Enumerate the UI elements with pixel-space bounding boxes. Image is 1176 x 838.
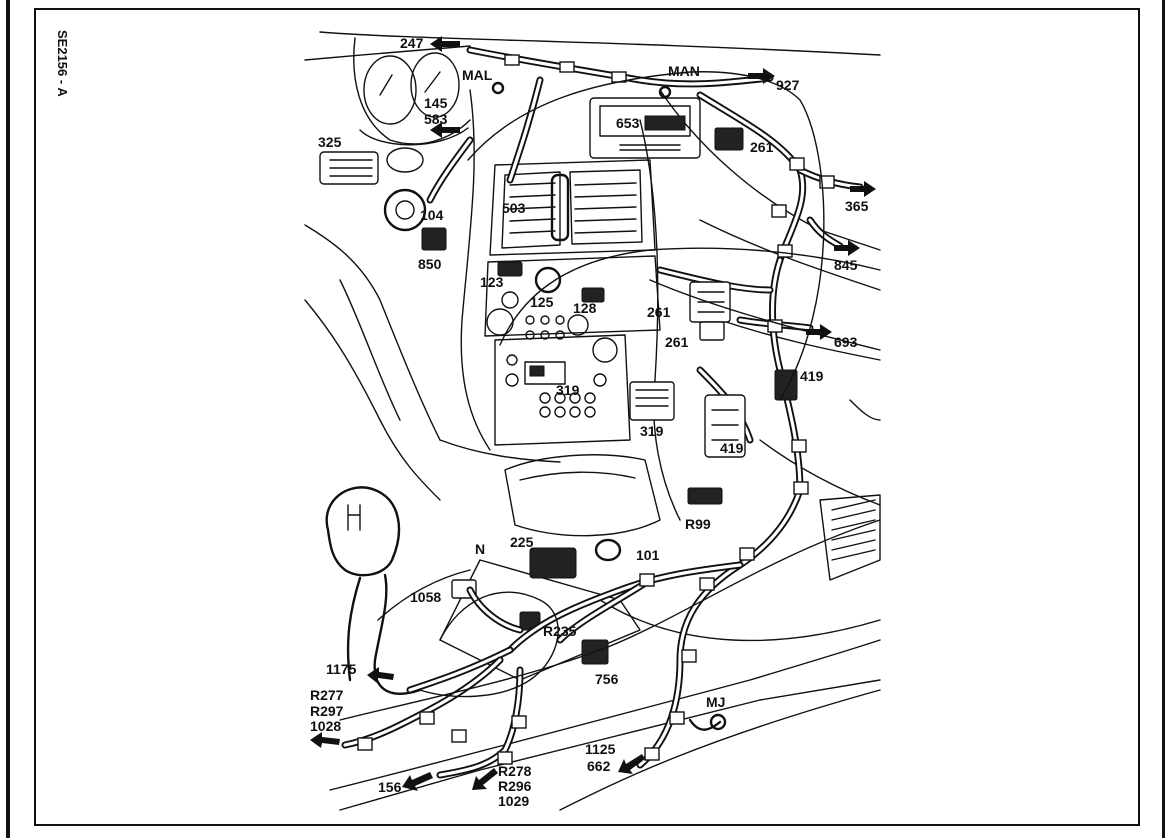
label-583: 583	[424, 111, 448, 127]
label-125: 125	[530, 294, 554, 310]
label-n: N	[475, 541, 485, 557]
arrow-693	[806, 324, 832, 340]
label-r235: R235	[543, 623, 577, 639]
arrow-1028	[310, 732, 340, 748]
label-503: 503	[502, 200, 526, 216]
drawing-frame	[34, 8, 1140, 826]
label-850: 850	[418, 256, 442, 272]
arrow-1029	[472, 768, 498, 790]
label-104: 104	[420, 207, 444, 223]
label-927: 927	[776, 77, 800, 93]
label-128: 128	[573, 300, 597, 316]
instrument-cluster	[353, 37, 471, 146]
arrow-156	[402, 772, 433, 791]
leader-lines	[339, 71, 881, 721]
label-145: 145	[424, 95, 448, 111]
drawing-reference-code: SE2156 - A	[55, 30, 70, 97]
label-261-low: 261	[665, 334, 689, 350]
dashboard-outline	[304, 31, 881, 811]
arrow-145-583	[430, 122, 460, 138]
label-mal: MAL	[462, 67, 493, 83]
label-247: 247	[400, 35, 424, 51]
label-r99: R99	[685, 516, 711, 532]
arrow-927	[748, 68, 775, 84]
arrow-365	[850, 181, 876, 197]
label-r297: R297	[310, 703, 344, 719]
label-156: 156	[378, 779, 402, 795]
arrow-1175	[367, 667, 394, 683]
label-419-upper: 419	[800, 368, 824, 384]
label-756: 756	[595, 671, 619, 687]
label-123: 123	[480, 274, 504, 290]
label-r296: R296	[498, 778, 532, 794]
label-r278: R278	[498, 763, 532, 779]
label-365: 365	[845, 198, 869, 214]
label-325: 325	[318, 134, 342, 150]
label-1175: 1175	[326, 661, 357, 677]
arrow-845	[834, 240, 860, 256]
label-662: 662	[587, 758, 611, 774]
label-319-connector: 319	[640, 423, 664, 439]
centre-console-stack	[484, 97, 701, 446]
label-1125: 1125	[585, 741, 616, 757]
label-845: 845	[834, 257, 858, 273]
label-101: 101	[636, 547, 660, 563]
label-1058: 1058	[410, 589, 441, 605]
label-mj: MJ	[706, 694, 725, 710]
label-261-top: 261	[750, 139, 774, 155]
label-653: 653	[616, 115, 640, 131]
label-419-lower: 419	[720, 440, 744, 456]
label-r277: R277	[310, 687, 344, 703]
steering-column	[319, 147, 447, 251]
arrow-1125-662	[618, 754, 645, 774]
label-1028: 1028	[310, 718, 341, 734]
gear-lever	[325, 486, 471, 695]
arrows	[310, 36, 876, 791]
label-225: 225	[510, 534, 534, 550]
label-693: 693	[834, 334, 858, 350]
label-man: MAN	[668, 63, 700, 79]
harness-clips	[357, 54, 835, 765]
page-edge-rule-left	[6, 0, 10, 838]
label-319-radio: 319	[556, 382, 580, 398]
page-edge-rule-right	[1162, 0, 1165, 838]
label-261-mid: 261	[647, 304, 671, 320]
arrow-247	[430, 36, 460, 52]
label-1029: 1029	[498, 793, 529, 809]
reference-labels: 247 MAL MAN 927 145 583 653 261 325 365 …	[310, 35, 869, 809]
